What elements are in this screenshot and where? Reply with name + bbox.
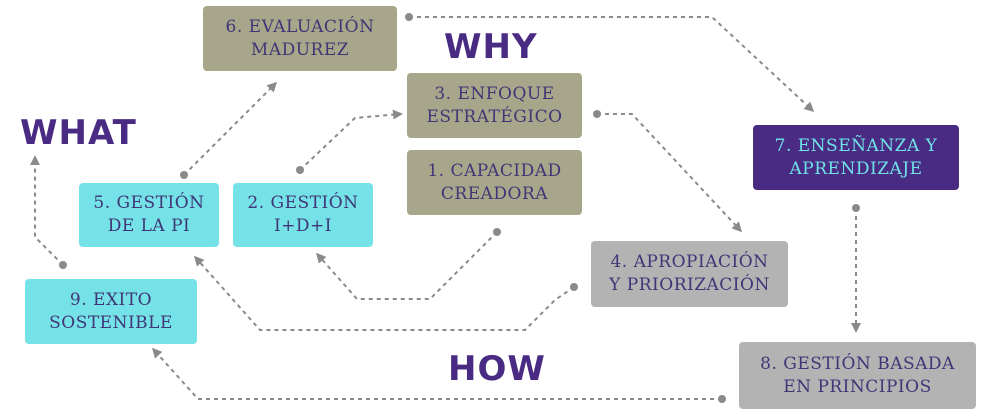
- node-6-line2: MADUREZ: [250, 39, 350, 60]
- connector-start-dot: [570, 283, 578, 291]
- connector-start-dot: [296, 166, 304, 174]
- connector-3-to-4: [597, 113, 743, 233]
- heading-why: WHY: [444, 27, 538, 67]
- connector-start-dot: [493, 228, 501, 236]
- node-1-line1: 1. CAPACIDAD: [427, 160, 562, 181]
- node-8-line2: EN PRINCIPIOS: [783, 376, 932, 397]
- connector-5-to-6: [183, 81, 278, 176]
- node-9-line2: SOSTENIBLE: [49, 312, 173, 333]
- node-9-line1: 9. EXITO: [69, 289, 153, 310]
- connector-start-dot: [852, 204, 860, 212]
- node-2-line1: 2. GESTIÓN: [247, 193, 359, 214]
- connector-start-dot: [593, 110, 601, 118]
- connector-2-to-3: [299, 109, 403, 171]
- node-4-line2: Y PRIORIZACIÓN: [609, 275, 770, 295]
- connector-4-to-5: [194, 255, 575, 331]
- connector-1-to-2: [316, 231, 498, 300]
- heading-how: HOW: [448, 349, 546, 389]
- node-7-line1: 7. ENSEÑANZA Y: [774, 135, 938, 156]
- node-2-line2: I+D+I: [273, 216, 333, 236]
- connector-start-dot: [180, 171, 188, 179]
- node-4-line1: 4. APROPIACIÓN: [610, 252, 769, 273]
- node-5-line1: 5. GESTIÓN: [93, 193, 205, 214]
- node-3-line2: ESTRATÉGICO: [426, 106, 563, 127]
- node-5-line2: DE LA PI: [107, 216, 191, 236]
- connector-start-dot: [405, 13, 413, 21]
- connector-9-to-what: [30, 155, 64, 266]
- connector-start-dot: [718, 395, 726, 403]
- node-1-line2: CREADORA: [440, 183, 549, 204]
- node-7-line2: APRENDIZAJE: [789, 158, 923, 179]
- node-6-line1: 6. EVALUACIÓN: [225, 16, 375, 37]
- connector-6-to-7: [409, 16, 815, 113]
- node-3-line1: 3. ENFOQUE: [434, 83, 555, 104]
- connector-start-dot: [59, 261, 67, 269]
- node-8-line1: 8. GESTIÓN BASADA: [760, 353, 955, 374]
- heading-what: WHAT: [20, 113, 137, 153]
- connector-8-to-9: [151, 347, 722, 400]
